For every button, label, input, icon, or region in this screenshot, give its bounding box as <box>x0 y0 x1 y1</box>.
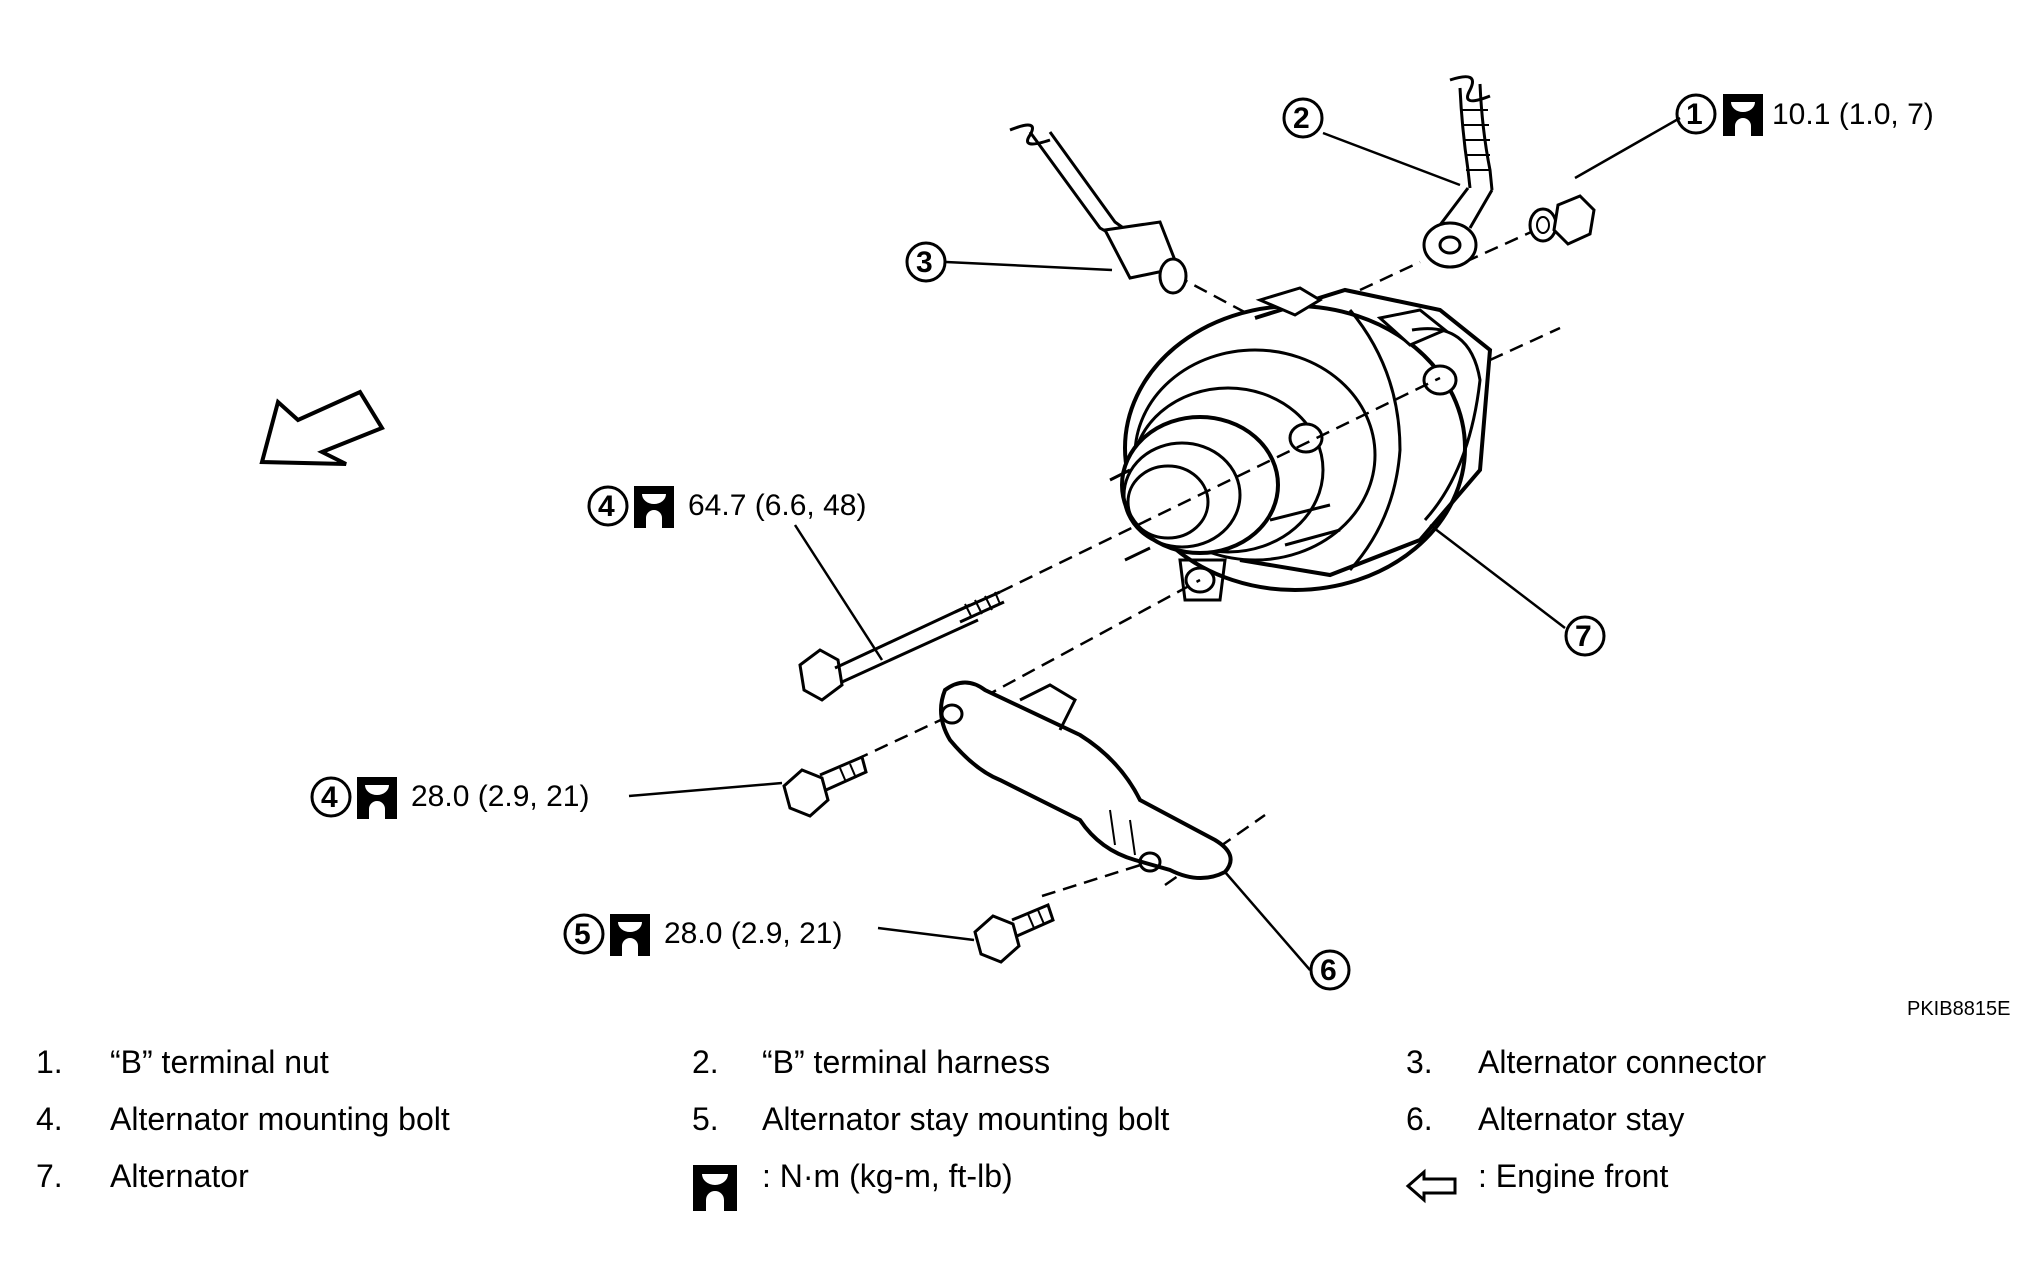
leader-lines <box>628 116 1681 971</box>
legend-num-1: 1. <box>36 1044 63 1080</box>
callout-number-1: 1 <box>1686 98 1703 131</box>
legend-text-4: Alternator mounting bolt <box>110 1101 450 1137</box>
legend-num-4: 4. <box>36 1101 63 1137</box>
legend-num-6: 6. <box>1406 1101 1433 1137</box>
legend-text-2: “B” terminal harness <box>762 1044 1051 1080</box>
callout-number-4a: 4 <box>598 490 615 523</box>
alternator-stay <box>939 680 1233 880</box>
engine-front-arrow-icon <box>259 389 385 466</box>
callout-torque-4a: 64.7 (6.6, 48) <box>688 489 867 522</box>
callout-number-6: 6 <box>1320 954 1337 987</box>
legend-engine-front: : Engine front <box>1478 1158 1669 1194</box>
alternator-body <box>1109 286 1493 602</box>
callout-torque-4b: 28.0 (2.9, 21) <box>411 780 590 813</box>
legend-text-6: Alternator stay <box>1478 1101 1685 1137</box>
legend-engine-front-arrow-icon <box>1405 1168 1457 1204</box>
callout-number-4b: 4 <box>321 781 338 814</box>
alternator-mounting-bolt-long <box>798 590 1005 702</box>
legend-num-2: 2. <box>692 1044 719 1080</box>
callout-circles <box>310 93 1717 991</box>
legend-num-3: 3. <box>1406 1044 1433 1080</box>
legend-num-7: 7. <box>36 1158 63 1194</box>
callout-number-7: 7 <box>1575 620 1592 653</box>
legend-text-1: “B” terminal nut <box>110 1044 329 1080</box>
torque-wrench-icon <box>357 94 1763 1211</box>
legend-text-5: Alternator stay mounting bolt <box>762 1101 1170 1137</box>
callout-torque-5: 28.0 (2.9, 21) <box>664 917 843 950</box>
alternator-stay-mounting-bolt <box>973 902 1055 964</box>
alternator-mounting-bolt-short <box>782 754 868 818</box>
callout-torque-1: 10.1 (1.0, 7) <box>1772 98 1934 131</box>
alternator-connector <box>1009 123 1188 295</box>
b-terminal-harness <box>1422 75 1494 269</box>
legend-torque-unit: : N·m (kg-m, ft-lb) <box>762 1158 1013 1194</box>
legend-num-5: 5. <box>692 1101 719 1137</box>
figure-code: PKIB8815E <box>1907 998 2011 1020</box>
b-terminal-nut <box>1528 194 1596 246</box>
legend-text-3: Alternator connector <box>1478 1044 1767 1080</box>
callout-number-3: 3 <box>916 246 933 279</box>
legend-text-7: Alternator <box>110 1158 249 1194</box>
callout-number-2: 2 <box>1293 102 1310 135</box>
callout-number-5: 5 <box>574 918 591 951</box>
